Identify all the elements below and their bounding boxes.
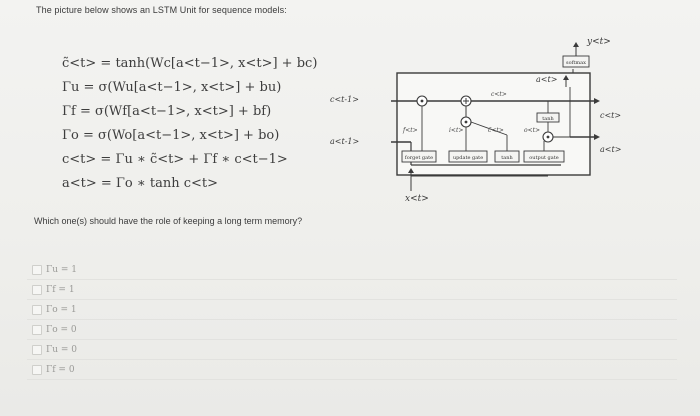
output-symbol: o<t> bbox=[524, 127, 540, 134]
option-checkbox[interactable] bbox=[32, 364, 42, 375]
c-prev-label: c<t-1> bbox=[330, 95, 359, 104]
equation-output-gate: Γo = σ(Wo[a<t−1>, x<t>] + bo) bbox=[62, 128, 280, 143]
lstm-unit-diagram: softmax y<t> a<t> tanh bbox=[330, 37, 621, 204]
update-gate-label: update gate bbox=[453, 155, 483, 161]
option-checkbox[interactable] bbox=[32, 344, 42, 355]
tanh-gate-label: tanh bbox=[501, 155, 513, 161]
forget-gate-box bbox=[401, 150, 437, 163]
y-output-label: y<t> bbox=[586, 37, 611, 47]
option-label: Γo = 0 bbox=[46, 324, 77, 335]
equation-activation: a<t> = Γo ∗ tanh c<t> bbox=[62, 176, 219, 191]
intro-text: The picture below shows an LSTM Unit for… bbox=[36, 5, 287, 15]
answer-options: Γu = 1 Γf = 1 Γo = 1 Γo = 0 Γu = 0 Γf = … bbox=[27, 260, 677, 380]
output-gate-label: output gate bbox=[529, 155, 558, 161]
option-checkbox[interactable] bbox=[32, 324, 42, 335]
option-gamma-f-0[interactable]: Γf = 0 bbox=[27, 360, 677, 380]
option-label: Γf = 1 bbox=[46, 284, 75, 295]
equation-forget-gate: Γf = σ(Wf[a<t−1>, x<t>] + bf) bbox=[62, 104, 272, 119]
a-top-label: a<t> bbox=[536, 75, 557, 84]
a-prev-label: a<t-1> bbox=[330, 137, 359, 146]
cell-state-arrow bbox=[594, 98, 600, 104]
option-checkbox[interactable] bbox=[32, 264, 42, 275]
option-gamma-u-1[interactable]: Γu = 1 bbox=[27, 260, 677, 280]
x-input-label: x<t> bbox=[405, 194, 429, 204]
softmax-label: softmax bbox=[566, 60, 586, 66]
option-gamma-f-1[interactable]: Γf = 1 bbox=[27, 280, 677, 300]
candidate-symbol: c̃<t> bbox=[488, 127, 504, 134]
a-next-label: a<t> bbox=[600, 145, 621, 154]
option-checkbox[interactable] bbox=[32, 284, 42, 295]
forget-symbol: f<t> bbox=[402, 127, 418, 134]
input-symbol: i<t> bbox=[449, 127, 463, 134]
option-gamma-o-0[interactable]: Γo = 0 bbox=[27, 320, 677, 340]
tanh-top-label: tanh bbox=[542, 116, 554, 122]
cell-mid-symbol: c<t> bbox=[491, 91, 507, 98]
equation-cell-state: c<t> = Γu ∗ c̃<t> + Γf ∗ c<t−1> bbox=[62, 152, 288, 167]
option-label: Γf = 0 bbox=[46, 364, 75, 375]
y-output-arrow bbox=[573, 42, 579, 47]
a-top-arrow bbox=[563, 75, 569, 80]
x-input-arrow bbox=[408, 168, 414, 173]
forget-gate-label: forget gate bbox=[405, 155, 433, 161]
lstm-equations: c̃<t> = tanh(Wc[a<t−1>, x<t>] + bc) Γu =… bbox=[62, 52, 317, 196]
equation-candidate: c̃<t> = tanh(Wc[a<t−1>, x<t>] + bc) bbox=[62, 56, 318, 71]
c-next-label: c<t> bbox=[600, 111, 621, 120]
option-label: Γu = 1 bbox=[46, 264, 78, 275]
a-next-arrow bbox=[594, 134, 600, 140]
equation-update-gate: Γu = σ(Wu[a<t−1>, x<t>] + bu) bbox=[62, 80, 282, 95]
option-gamma-u-0[interactable]: Γu = 0 bbox=[27, 340, 677, 360]
option-label: Γo = 1 bbox=[46, 304, 77, 315]
update-gate-box bbox=[448, 150, 488, 163]
question-text: Which one(s) should have the role of kee… bbox=[34, 216, 303, 226]
option-checkbox[interactable] bbox=[32, 304, 42, 315]
option-gamma-o-1[interactable]: Γo = 1 bbox=[27, 300, 677, 320]
option-label: Γu = 0 bbox=[46, 344, 78, 355]
